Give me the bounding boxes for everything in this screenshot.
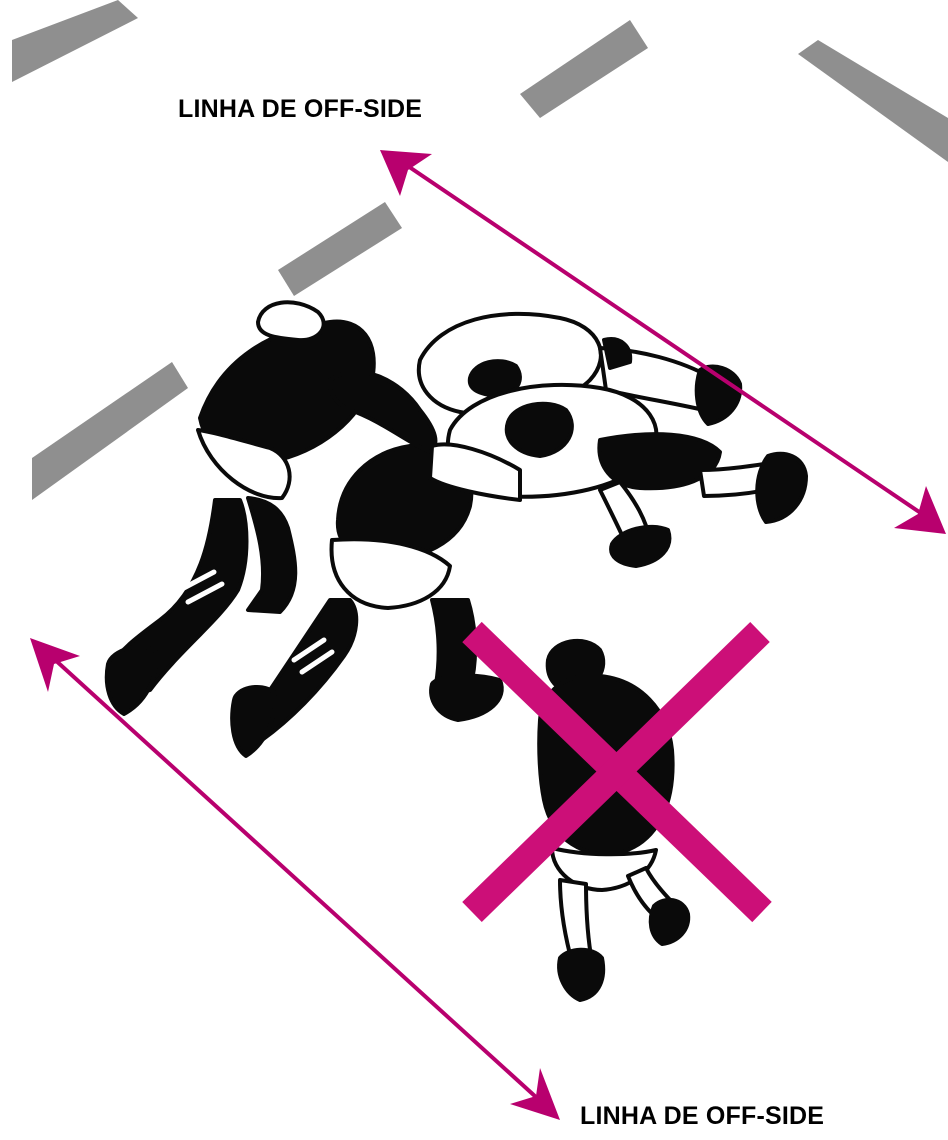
top-offside-arrow-head-end bbox=[894, 486, 946, 534]
offside-player-boot-left bbox=[559, 950, 603, 1000]
field-marking-dash-3 bbox=[798, 40, 948, 162]
top-offside-arrow-head-start bbox=[380, 150, 432, 196]
field-marking-dash-4 bbox=[278, 202, 402, 296]
rear-left-player-head bbox=[258, 302, 324, 340]
front-left-player-calf bbox=[604, 339, 630, 368]
field-marking-dash-5 bbox=[32, 362, 188, 500]
rear-left-player-leg-front bbox=[248, 498, 295, 612]
offside-player-boot-right bbox=[651, 900, 688, 944]
rear-right-player-boot-front bbox=[431, 676, 502, 720]
rear-left-player-boot bbox=[107, 647, 157, 714]
front-right-player-boot-back bbox=[757, 454, 806, 522]
bottom-offside-line-label: LINHA DE OFF-SIDE bbox=[580, 1102, 824, 1131]
field-marking-dash-1 bbox=[12, 0, 138, 82]
front-right-player-head bbox=[507, 404, 572, 456]
top-offside-line-label: LINHA DE OFF-SIDE bbox=[178, 95, 422, 124]
field-marking-dash-2 bbox=[520, 20, 648, 118]
bottom-offside-arrow-head-start bbox=[30, 638, 80, 692]
front-right-player bbox=[430, 385, 806, 566]
rear-right-player-boot-back bbox=[232, 687, 275, 756]
